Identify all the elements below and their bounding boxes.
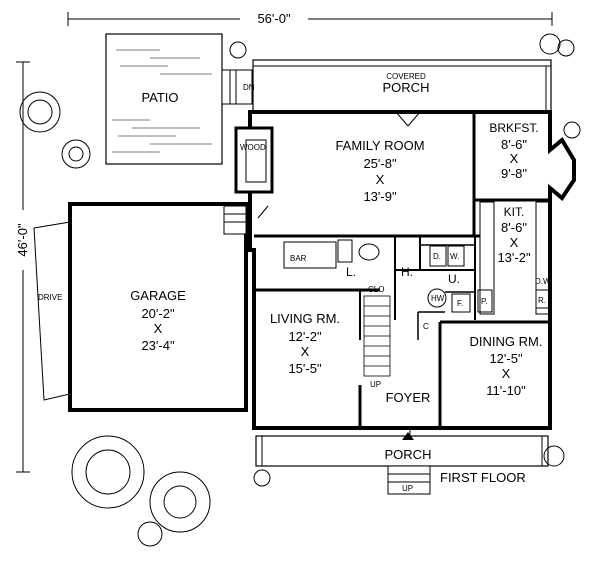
garage-label: GARAGE — [130, 288, 186, 303]
living-label: LIVING RM. — [270, 311, 340, 326]
depth-dimension: 46'-0" — [14, 61, 32, 473]
foyer: FOYER — [386, 390, 431, 440]
family-room-dim1: 25'-8" — [363, 156, 397, 171]
living-dim2: 15'-5" — [288, 361, 322, 376]
drive-label: DRIVE — [38, 293, 62, 302]
family-room-x: X — [376, 172, 385, 187]
foyer-label: FOYER — [386, 390, 431, 405]
breakfast-room: BRKFST. 8'-6" X 9'-8" — [489, 121, 538, 181]
living-room: LIVING RM. 12'-2" X 15'-5" — [270, 311, 340, 376]
garage-x: X — [154, 321, 163, 336]
u-label: U. — [448, 272, 460, 286]
width-dim-label: 56'-0" — [257, 11, 291, 26]
width-dimension: 56'-0" — [67, 10, 553, 26]
d-label: D. — [433, 252, 441, 261]
first-floor-label: FIRST FLOOR — [440, 470, 526, 485]
dn-label: DN — [243, 83, 255, 92]
staircase: UP — [363, 295, 391, 389]
garage-dim2: 23'-4" — [141, 338, 175, 353]
clo-label: CLO — [368, 285, 384, 294]
kit-dim1: 8'-6" — [501, 220, 527, 235]
h-label: H. — [401, 265, 413, 279]
family-room: FAMILY ROOM 25'-8" X 13'-9" — [335, 138, 424, 204]
dining-x: X — [502, 366, 511, 381]
bar-label: BAR — [290, 254, 307, 263]
r-label: R. — [538, 296, 546, 305]
wood-label: WOOD — [240, 143, 266, 152]
kit-dim2: 13'-2" — [497, 250, 531, 265]
utility-area: BAR L. H. U. D. W. CLO HW F. C — [283, 239, 471, 331]
c-label: C — [423, 322, 429, 331]
dining-dim2: 11'-10" — [486, 383, 526, 398]
dining-label: DINING RM. — [470, 334, 543, 349]
covered-porch: COVERED PORCH — [252, 59, 552, 113]
living-dim1: 12'-2" — [288, 329, 322, 344]
living-x: X — [301, 344, 310, 359]
dining-dim1: 12'-5" — [489, 351, 523, 366]
house-walls: WOOD — [234, 110, 576, 436]
patio: PATIO DN — [105, 33, 255, 165]
kitchen: KIT. 8'-6" X 13'-2" D.W. R. P. — [477, 201, 552, 315]
brkfst-label: BRKFST. — [489, 121, 538, 135]
kit-x: X — [510, 235, 519, 250]
p-label: P. — [481, 297, 488, 306]
garage: GARAGE 20'-2" X 23'-4" — [68, 202, 248, 412]
f-label: F. — [457, 299, 463, 308]
drive: DRIVE — [33, 221, 71, 401]
landscaping — [19, 33, 581, 547]
up-stair-label: UP — [370, 380, 381, 389]
covered-porch-label: PORCH — [383, 80, 430, 95]
family-room-dim2: 13'-9" — [363, 189, 397, 204]
garage-dim1: 20'-2" — [141, 306, 175, 321]
hw-label: HW — [431, 294, 445, 303]
w-label: W. — [450, 252, 459, 261]
front-porch: PORCH UP FIRST FLOOR — [255, 435, 549, 495]
brkfst-x: X — [510, 151, 519, 166]
depth-dim-label: 46'-0" — [15, 223, 30, 257]
porch-label: PORCH — [385, 447, 432, 462]
covered-label: COVERED — [386, 72, 426, 81]
up-porch-label: UP — [402, 484, 413, 493]
dining-room: DINING RM. 12'-5" X 11'-10" — [470, 334, 543, 398]
l-label: L. — [346, 265, 356, 279]
patio-label: PATIO — [141, 90, 178, 105]
brkfst-dim2: 9'-8" — [501, 166, 527, 181]
brkfst-dim1: 8'-6" — [501, 137, 527, 152]
kit-label: KIT. — [504, 205, 525, 219]
dw-label: D.W. — [535, 277, 552, 286]
family-room-label: FAMILY ROOM — [335, 138, 424, 153]
